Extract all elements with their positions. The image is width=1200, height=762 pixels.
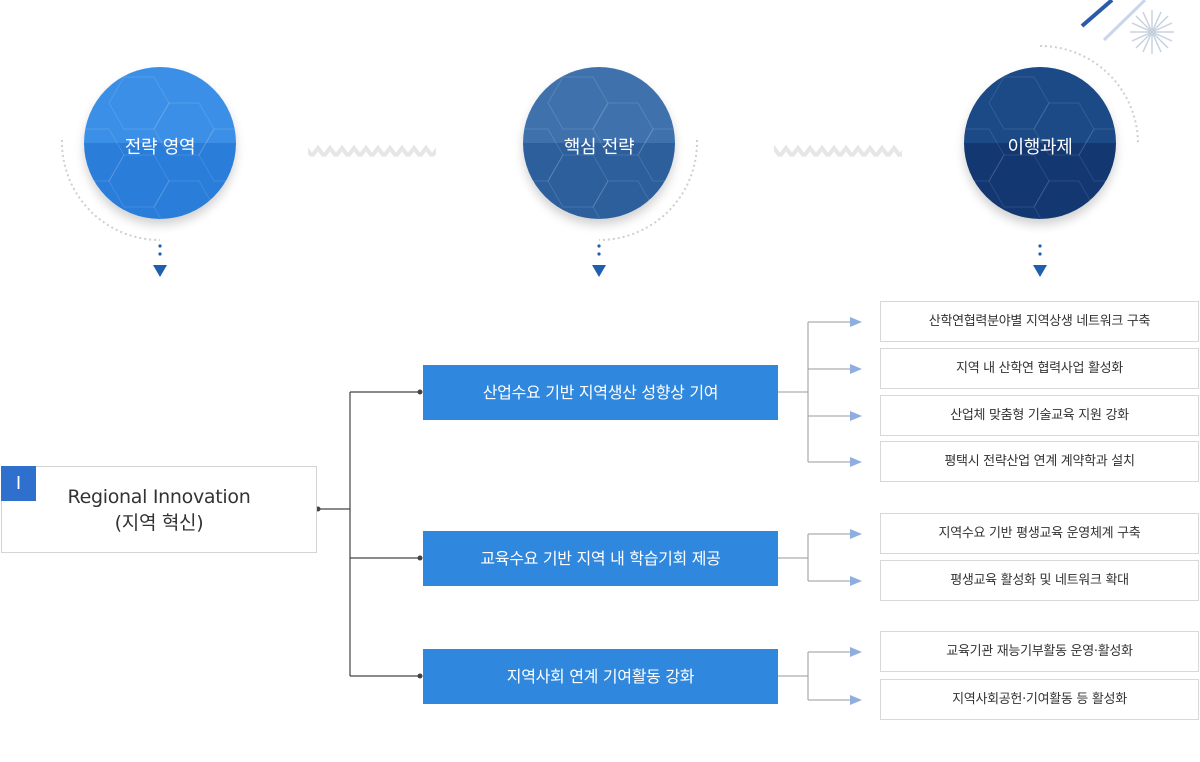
task-arrowheads xyxy=(850,317,862,705)
root-connector xyxy=(318,391,420,677)
header-circle-core-strategy: 핵심 전략 xyxy=(523,67,675,219)
strategy-box-2: 교육수요 기반 지역 내 학습기회 제공 xyxy=(423,531,778,586)
header-label-strategy-area: 전략 영역 xyxy=(124,137,196,158)
corner-decoration xyxy=(1080,0,1174,54)
task-box: 산학연협력분야별 지역상생 네트워크 구축 xyxy=(880,301,1199,342)
task-box: 지역사회공헌·기여활동 등 활성화 xyxy=(880,679,1199,720)
task-box: 교육기관 재능기부활동 운영·활성화 xyxy=(880,631,1199,672)
task-box: 지역 내 산학연 협력사업 활성화 xyxy=(880,348,1199,389)
header-label-implementation-tasks: 이행과제 xyxy=(1007,137,1073,158)
zigzag-connector-2 xyxy=(774,141,902,165)
root-title-line1: Regional Innovation xyxy=(67,486,251,508)
hexagon-pattern-icon xyxy=(964,76,1116,219)
task-connectors xyxy=(778,321,850,701)
root-title-line2: (지역 혁신) xyxy=(114,512,204,534)
down-arrow-2 xyxy=(592,244,606,277)
connector-dots xyxy=(315,389,423,679)
header-circle-strategy-area: 전략 영역 xyxy=(84,67,236,219)
header-circle-implementation-tasks: 이행과제 xyxy=(964,67,1116,219)
root-badge: I xyxy=(1,466,36,501)
down-arrow-1 xyxy=(153,244,167,277)
zigzag-connector-1 xyxy=(308,141,436,165)
root-title: Regional Innovation (지역 혁신) xyxy=(0,484,318,536)
strategy-box-3: 지역사회 연계 기여활동 강화 xyxy=(423,649,778,704)
hexagon-pattern-icon xyxy=(84,76,236,219)
down-arrow-3 xyxy=(1033,244,1047,277)
strategy-box-1: 산업수요 기반 지역생산 성향상 기여 xyxy=(423,365,778,420)
task-box: 평택시 전략산업 연계 계약학과 설치 xyxy=(880,441,1199,482)
task-box: 산업체 맞춤형 기술교육 지원 강화 xyxy=(880,395,1199,436)
root-node xyxy=(1,466,317,553)
task-box: 지역수요 기반 평생교육 운영체계 구축 xyxy=(880,513,1199,554)
header-label-core-strategy: 핵심 전략 xyxy=(563,137,635,158)
hexagon-pattern-icon xyxy=(523,76,675,219)
task-box: 평생교육 활성화 및 네트워크 확대 xyxy=(880,560,1199,601)
